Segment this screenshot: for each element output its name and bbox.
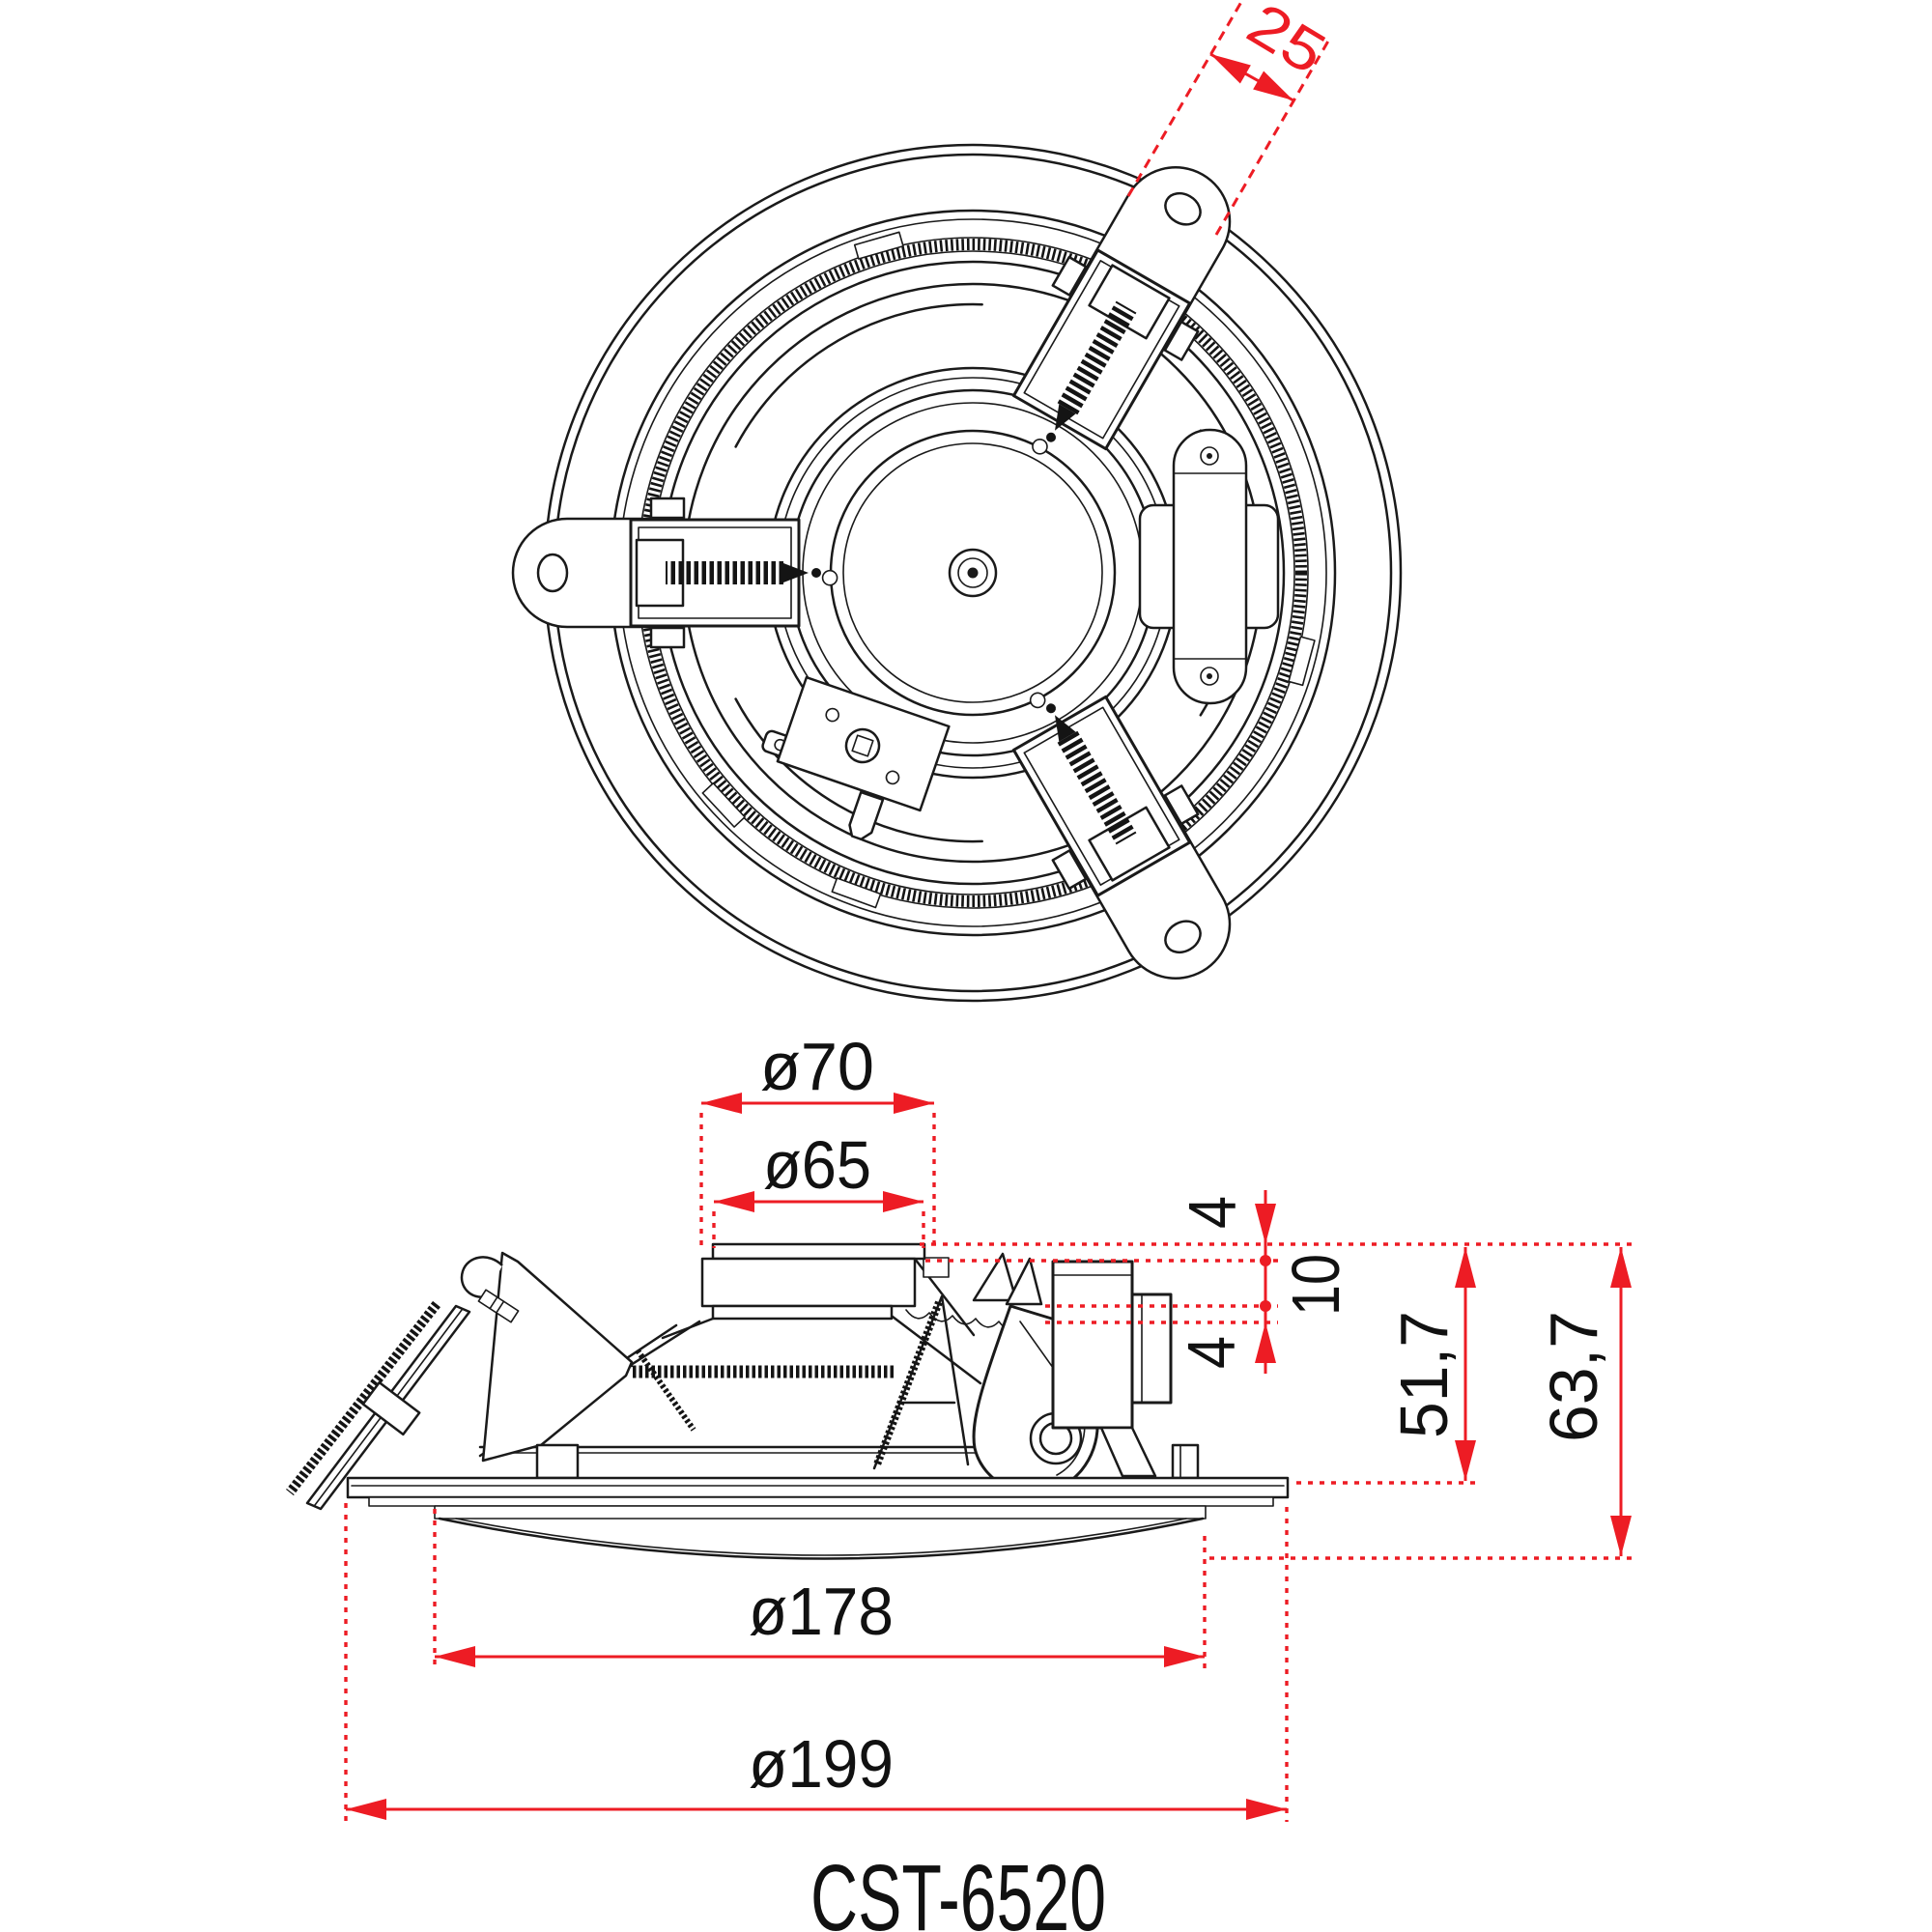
cone-screws [821, 439, 1048, 709]
transformer-side-view [1051, 1260, 1173, 1478]
dim-magnet-front-diameter: ø70 [699, 1029, 936, 1250]
dim-label-o178: ø178 [749, 1574, 894, 1649]
mounting-clamp-top-right [1011, 166, 1232, 451]
flange-post-right [1171, 1443, 1200, 1480]
dim-magnet-rear-diameter: ø65 [712, 1127, 925, 1248]
dog-ear-2 [1005, 1257, 1043, 1306]
dim-label-o65: ø65 [763, 1127, 871, 1203]
side-view-drawing [286, 1242, 1290, 1560]
dim-label-10: 10 [1278, 1254, 1353, 1316]
dim-label-4-top: 4 [1175, 1196, 1250, 1229]
mounting-slots [701, 231, 1316, 909]
mounting-clamp-left [511, 497, 821, 649]
dim-total-depth: 63,7 [1209, 1247, 1637, 1560]
dimension-annotations: 25 ø70 ø65 [344, 0, 1637, 1822]
dim-label-o70: ø70 [760, 1029, 874, 1104]
clamp-screw-head [477, 1289, 520, 1323]
model-label: CST-6520 [810, 1845, 1106, 1932]
gasket-spring [905, 1309, 1023, 1331]
dim-overall-diameter: ø199 [344, 1503, 1289, 1822]
magnet-assembly [661, 1242, 926, 1340]
mounting-clamp-bottom-right [1011, 695, 1232, 980]
terminal-block [761, 675, 951, 841]
flange [346, 1476, 1290, 1560]
dim-label-25: 25 [1236, 0, 1337, 88]
dim-label-4-bottom: 4 [1174, 1336, 1249, 1369]
grille-dome [438, 1517, 1205, 1560]
dim-label-63-7: 63,7 [1536, 1311, 1611, 1442]
dim-rim-offsets: 4 10 4 [920, 1190, 1634, 1374]
left-clamp-arm-side [305, 1304, 471, 1511]
dog-ear-1 [972, 1252, 1018, 1302]
flange-post-left [535, 1443, 580, 1480]
transformer-top-view [1138, 428, 1280, 705]
center-point [967, 567, 979, 579]
dim-label-o199: ø199 [749, 1726, 894, 1802]
basket-side-panel [481, 1251, 634, 1463]
clamp-hook [460, 1256, 503, 1298]
dim-cutout-diameter: ø178 [433, 1509, 1207, 1669]
dim-recess-depth: 51,7 [1296, 1247, 1480, 1485]
left-clamp-screw [286, 1300, 440, 1496]
dim-label-51-7: 51,7 [1386, 1311, 1462, 1438]
rear-view-drawing [511, 143, 1403, 1003]
